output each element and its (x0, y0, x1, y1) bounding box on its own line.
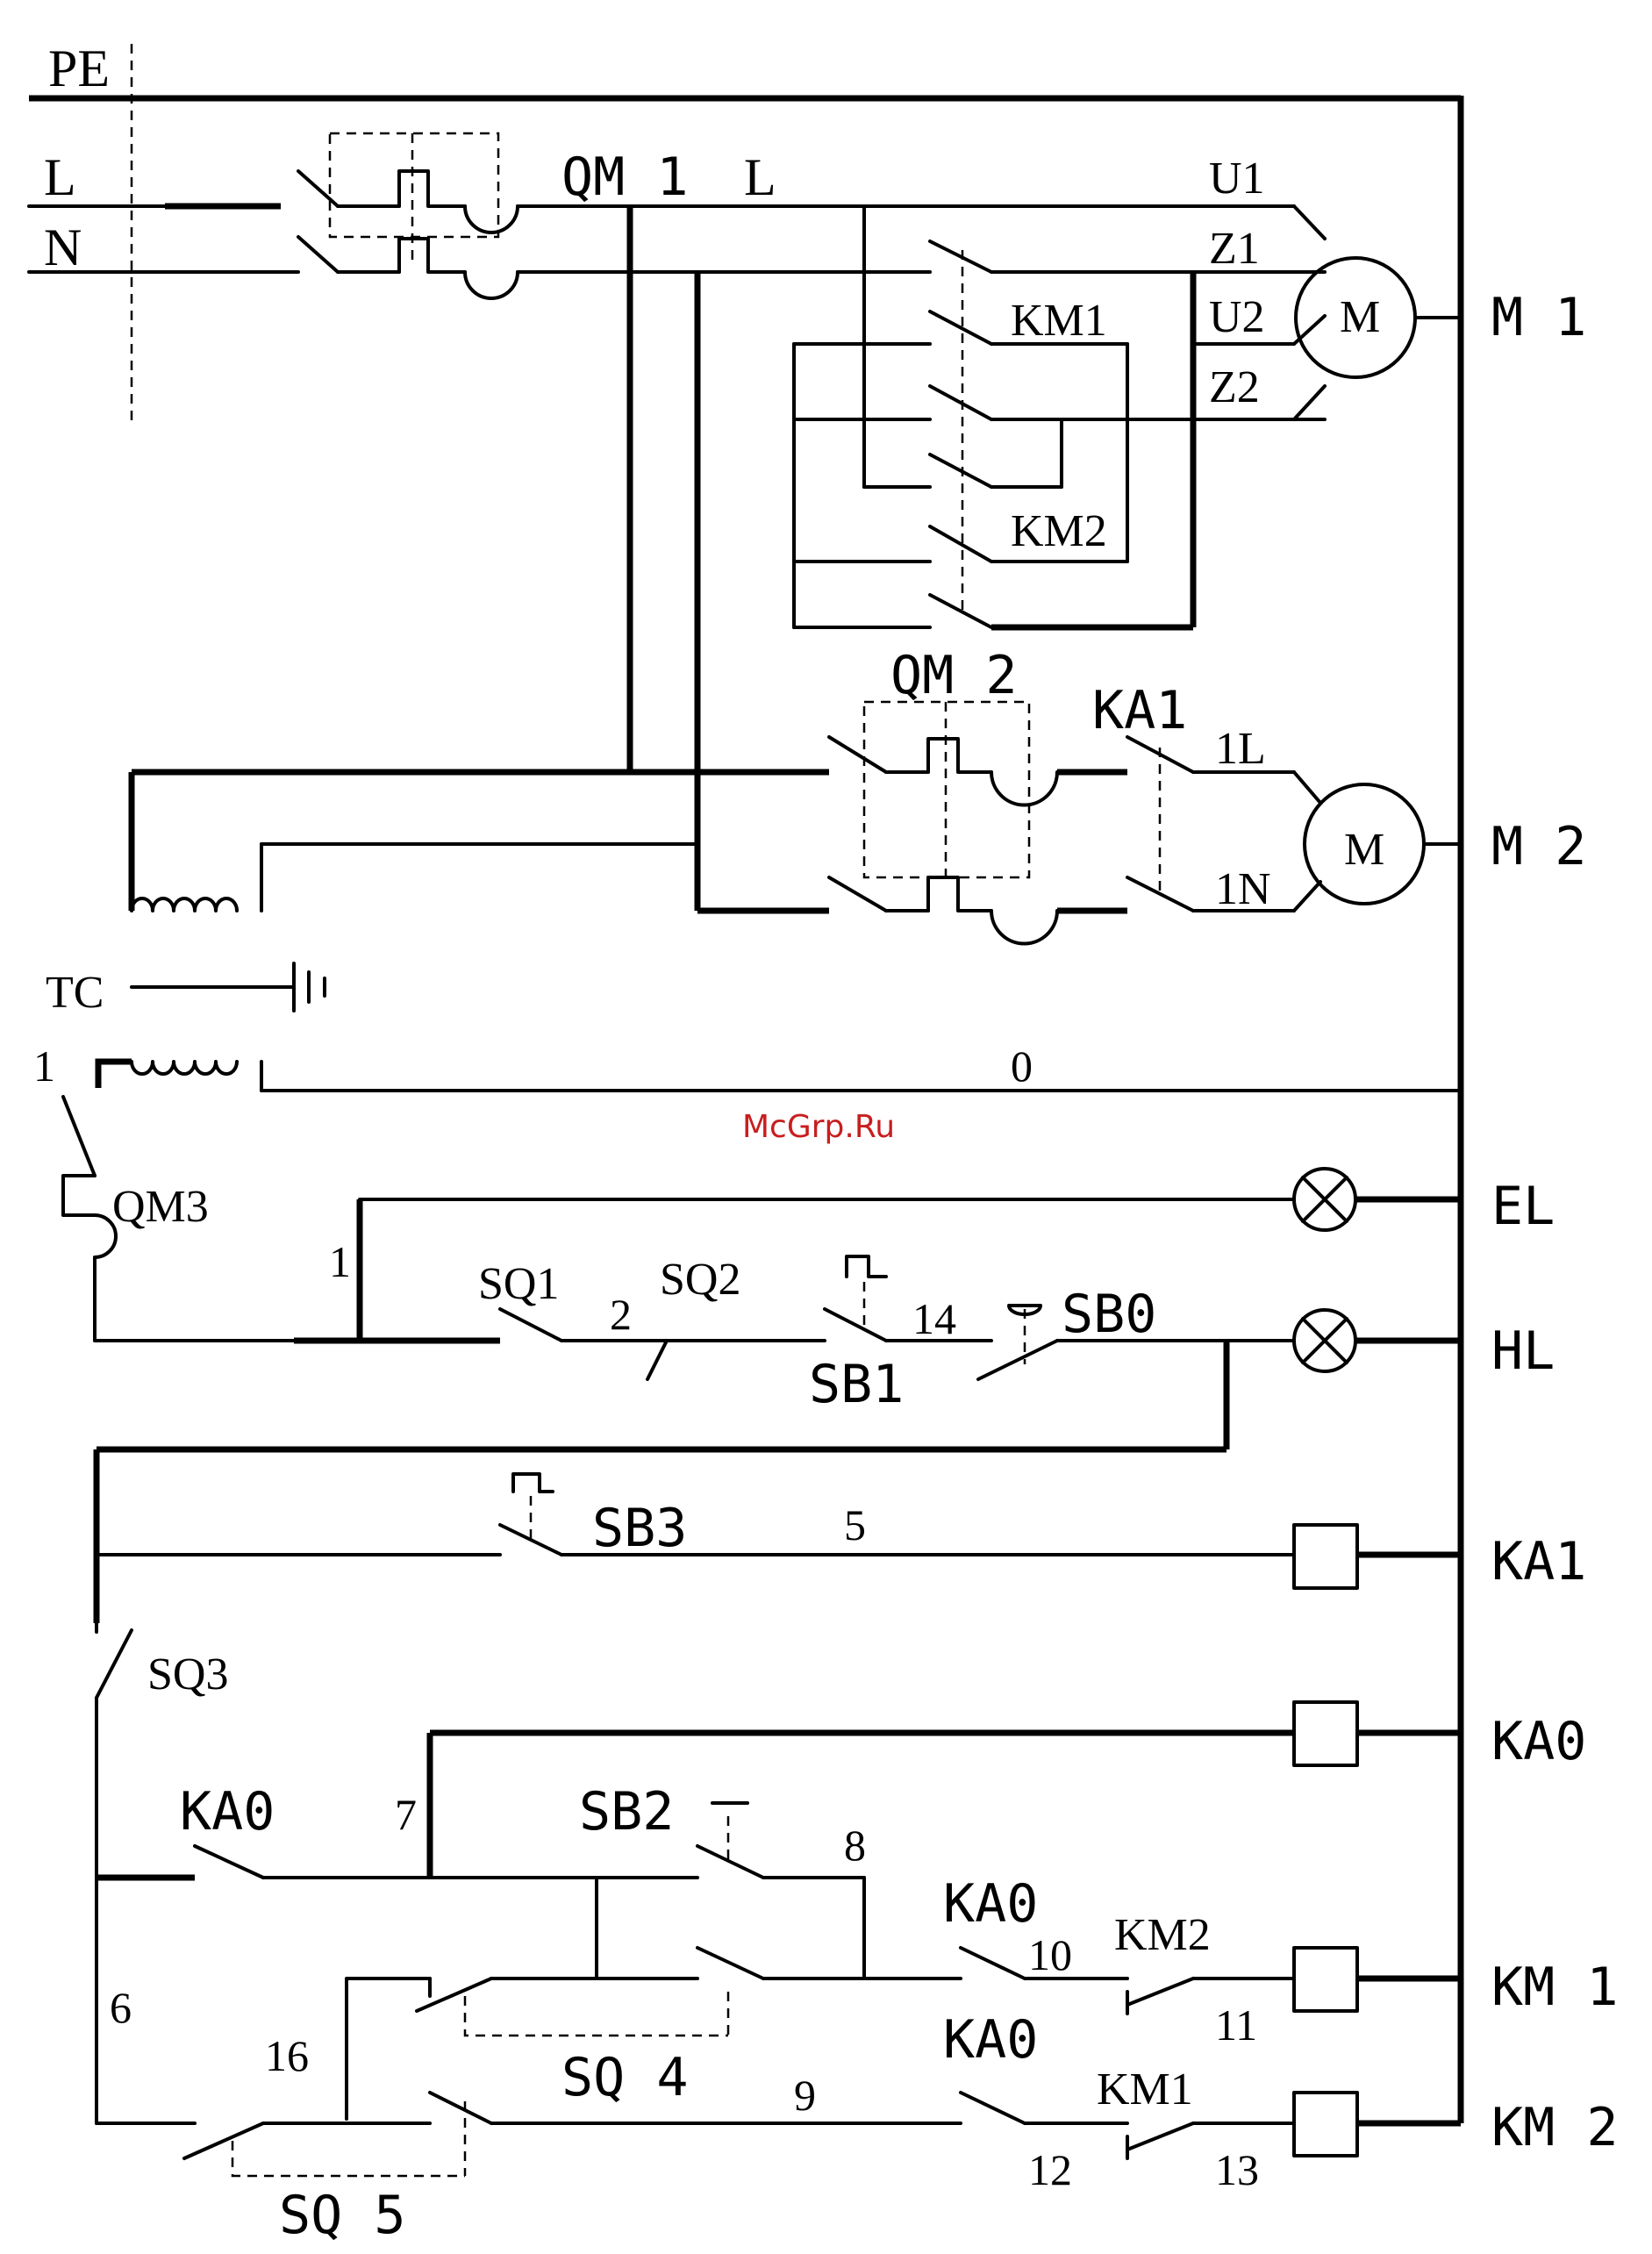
motor2-symbol: M (1344, 825, 1384, 875)
wire-5: 5 (844, 1500, 866, 1549)
sb3-label: SB3 (592, 1498, 687, 1559)
motor1-terminal-u1: U1 (1209, 154, 1265, 204)
sq1-label: SQ1 (478, 1259, 559, 1309)
sq2-label: SQ2 (660, 1255, 740, 1305)
transformer-tc (98, 772, 1461, 1091)
qm1-label: QM 1 (561, 147, 689, 208)
wire-14: 14 (912, 1294, 956, 1343)
sq3-label: SQ3 (147, 1649, 228, 1699)
ka1-contact-label: KA1 (1092, 680, 1187, 741)
sb0-label: SB0 (1062, 1284, 1156, 1345)
pe-label: PE (48, 39, 110, 97)
km1-coil-label: KM 1 (1491, 1957, 1619, 2018)
l2-label: L (744, 148, 776, 206)
watermark: McGrp.Ru (742, 1109, 895, 1145)
ka0-coil-label: KA0 (1491, 1711, 1586, 1772)
sb2-label: SB2 (579, 1781, 674, 1843)
wire-6: 6 (110, 1983, 132, 2032)
motor1-u1-lead (1294, 206, 1325, 239)
qm2-label: QM 2 (890, 645, 1018, 706)
sq4-label: SQ 4 (561, 2047, 689, 2108)
wire-11: 11 (1215, 2000, 1257, 2050)
l-label: L (44, 148, 76, 206)
km1-contactor-label: KM1 (1011, 296, 1107, 346)
ka1-coil-label: KA1 (1491, 1531, 1586, 1592)
wire-7: 7 (395, 1790, 417, 1839)
ka0-contact-b-label: KA0 (943, 1873, 1038, 1935)
km2-coil-label: KM 2 (1491, 2097, 1619, 2158)
wire-10: 10 (1028, 1930, 1072, 1979)
motor1-terminal-z1: Z1 (1209, 224, 1260, 274)
ka1-coil-branch (97, 1449, 1461, 1623)
wire-12: 12 (1028, 2145, 1072, 2194)
el-label: EL (1491, 1176, 1555, 1237)
wire-13: 13 (1215, 2145, 1259, 2194)
ka0-contact-c-label: KA0 (943, 2009, 1038, 2071)
wire-1-top: 1 (33, 1041, 55, 1091)
motor1-terminal-z2: Z2 (1209, 362, 1260, 412)
sq5-label: SQ 5 (279, 2185, 406, 2246)
motor1-id: M 1 (1491, 287, 1586, 348)
qm3-label: QM3 (112, 1182, 209, 1232)
el-lamp-branch (360, 1169, 1461, 1341)
motor2-id: M 2 (1491, 816, 1586, 877)
wire-8: 8 (844, 1821, 866, 1870)
motor2-terminal-1n: 1N (1215, 864, 1271, 914)
wire-9: 9 (794, 2071, 816, 2120)
km2-contactor-label: KM2 (1011, 506, 1107, 556)
wire-2: 2 (610, 1290, 632, 1339)
motor1-terminal-u2: U2 (1209, 292, 1265, 342)
transformer-label: TC (46, 968, 104, 1018)
wire-1-mid: 1 (329, 1237, 351, 1286)
sb1-label: SB1 (809, 1354, 904, 1415)
hl-lamp-branch (97, 1256, 1461, 1449)
ka0-contact-a-label: KA0 (180, 1781, 275, 1843)
km2-nc-label: KM2 (1114, 1910, 1211, 1960)
ka0-self-hold-rung (195, 1803, 864, 1979)
wire-16: 16 (265, 2031, 309, 2080)
wire-0: 0 (1011, 1041, 1033, 1091)
motor2-terminal-1l: 1L (1215, 724, 1266, 774)
km1-nc-label: KM1 (1097, 2064, 1193, 2114)
motor1-symbol: M (1340, 292, 1380, 342)
n-label: N (44, 218, 82, 276)
hl-label: HL (1491, 1320, 1555, 1382)
sq4-sq5-interlock (97, 1979, 961, 2176)
